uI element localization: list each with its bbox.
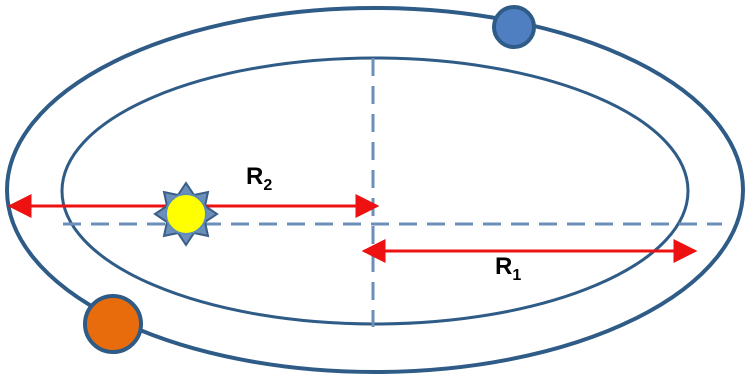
r1-label: R1 — [495, 253, 521, 284]
sun-icon — [155, 183, 217, 245]
r2-label-main: R — [246, 163, 263, 190]
orange-planet-icon — [85, 296, 141, 352]
inner-orbit — [62, 58, 688, 324]
r2-label-subscript: 2 — [263, 177, 272, 194]
r1-label-subscript: 1 — [512, 267, 521, 284]
r1-label-main: R — [495, 253, 512, 280]
r2-label: R2 — [246, 163, 272, 194]
blue-planet-icon — [494, 7, 534, 47]
